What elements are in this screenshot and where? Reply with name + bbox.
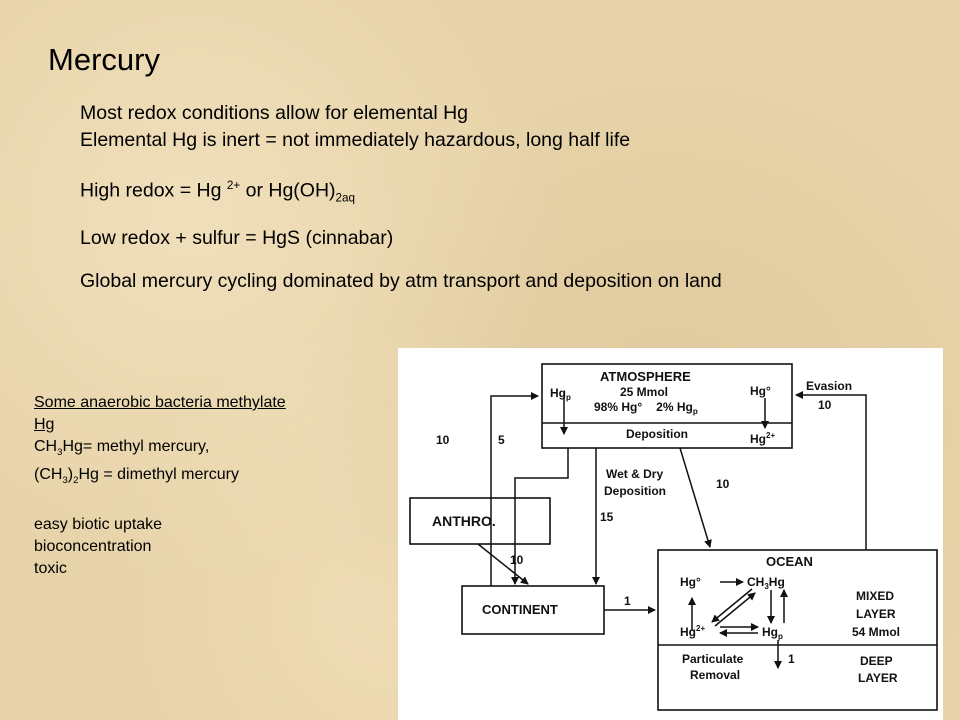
atm-pct-label: 98% Hg° 2% Hgp [594, 400, 698, 416]
ocean-hg2-label: Hg2+ [680, 624, 705, 639]
ocean-deposition-value: 10 [716, 477, 730, 491]
atm-hgp-text: Hg [550, 386, 566, 400]
bullet-line-3-sub: 2aq [335, 191, 356, 205]
atm-hgo-label: Hg° [750, 384, 771, 398]
side-spacer [34, 492, 379, 514]
bullet-line-4: Low redox + sulfur = HgS (cinnabar) [80, 227, 394, 250]
side-line-4-sub2: 2 [73, 475, 79, 487]
wet-dry-label-1: Wet & Dry [606, 467, 663, 481]
anthro-label: ANTHRO. [432, 513, 496, 529]
atm-hg2-sup: 2+ [766, 431, 775, 440]
ocean-title: OCEAN [766, 554, 813, 569]
bullet-line-5: Global mercury cycling dominated by atm … [80, 270, 722, 293]
side-line-4-b: ) [67, 466, 74, 484]
atm-hgp-label: Hgp [550, 386, 571, 402]
bullet-list: Most redox conditions allow for elementa… [80, 100, 722, 295]
ocean-hgp-text: Hg [762, 625, 778, 639]
atm-pct-sub: p [693, 407, 698, 416]
mixed-layer-label-3: 54 Mmol [852, 625, 900, 639]
anthro-continent-value: 10 [510, 553, 524, 567]
bullet-line-1: Most redox conditions allow for elementa… [80, 102, 469, 124]
evasion-value: 10 [818, 398, 832, 412]
side-line-3-b: Hg= methyl mercury, [62, 438, 210, 455]
atmosphere-box [541, 363, 793, 449]
atm-hg2-text: Hg [750, 432, 766, 446]
ocean-hgp-sub: p [778, 632, 783, 641]
atm-mmol-label: 25 Mmol [620, 385, 668, 399]
ocean-hgp-label: Hgp [762, 625, 783, 641]
ocean-hg2-text: Hg [680, 625, 696, 639]
ocean-box [657, 549, 938, 711]
side-line-4-c: Hg = dimethyl mercury [78, 466, 239, 484]
deep-layer-label-1: DEEP [860, 654, 893, 668]
side-line-3-a: CH [34, 438, 58, 455]
side-notes: Some anaerobic bacteria methylate Hg CH3… [34, 392, 379, 580]
ocean-hg2-to-ch3hg-arrow [714, 592, 756, 627]
ocean-ch3hg-label: CH3Hg [747, 575, 785, 591]
bullet-line-3-a: High redox = Hg [80, 179, 227, 202]
deep-layer-label-2: LAYER [858, 671, 898, 685]
atm-pct-a: 98% Hg° [594, 400, 642, 414]
mercury-cycle-diagram: ATMOSPHERE Hgp 25 Mmol Hg° 98% Hg°2% Hgp… [398, 348, 943, 720]
continent-to-atmosphere-arrow [490, 392, 539, 586]
bullet-line-3: High redox = Hg 2+ or Hg(OH)2aq [80, 172, 722, 211]
atm-pct-b: 2% Hg [656, 400, 693, 414]
side-line-2: Hg [34, 416, 55, 433]
mixed-layer-label-2: LAYER [856, 607, 896, 621]
left-value-2: 5 [498, 433, 505, 447]
removal-value: 1 [788, 652, 795, 666]
ocean-hg2-sup: 2+ [696, 624, 705, 633]
particulate-label-2: Removal [690, 668, 740, 682]
side-line-4: (CH3)2Hg = dimethyl mercury [34, 464, 379, 492]
ocean-ch3hg-to-hg2-arrow [711, 588, 753, 623]
side-line-7: toxic [34, 560, 67, 578]
atm-hgp-sub: p [566, 393, 571, 402]
mixed-layer-label-1: MIXED [856, 589, 894, 603]
atm-hg2-label: Hg2+ [750, 431, 775, 446]
atm-deposition-label: Deposition [626, 427, 688, 441]
anthro-to-continent-arrow [477, 543, 529, 585]
continent-ocean-value: 1 [624, 594, 631, 608]
ocean-hgo-label: Hg° [680, 575, 701, 589]
atmosphere-to-ocean-arrow [679, 447, 712, 548]
bullet-line-2: Elemental Hg is inert = not immediately … [80, 129, 631, 151]
side-line-4-sub1: 3 [62, 475, 68, 487]
left-value-1: 10 [436, 433, 450, 447]
slide-title: Mercury [48, 42, 160, 77]
particulate-label-1: Particulate [682, 652, 744, 666]
mercury-cycle-svg: ATMOSPHERE Hgp 25 Mmol Hg° 98% Hg°2% Hgp… [409, 363, 938, 711]
continent-label: CONTINENT [482, 602, 558, 617]
side-line-3: CH3Hg= methyl mercury, [34, 436, 379, 464]
side-line-5: easy biotic uptake [34, 516, 163, 534]
evasion-arrow [795, 391, 867, 550]
evasion-label: Evasion [806, 379, 852, 393]
atmosphere-to-continent-arrow [511, 448, 569, 585]
side-line-1: Some anaerobic bacteria methylate [34, 394, 286, 411]
atmosphere-title: ATMOSPHERE [600, 369, 691, 384]
wet-dry-value: 15 [600, 510, 614, 524]
side-line-3-sub: 3 [57, 447, 63, 459]
side-line-4-a: (CH [34, 466, 63, 484]
ocean-ch3hg-sub: 3 [764, 582, 769, 591]
anthro-box [409, 497, 551, 545]
ocean-ch3hg-a: CH [747, 575, 764, 589]
bullet-line-3-b: or Hg(OH) [240, 179, 336, 202]
bullet-line-3-sup: 2+ [226, 179, 241, 192]
ocean-ch3hg-b: Hg [769, 575, 785, 589]
side-line-6: bioconcentration [34, 538, 152, 556]
wet-dry-label-2: Deposition [604, 484, 666, 498]
